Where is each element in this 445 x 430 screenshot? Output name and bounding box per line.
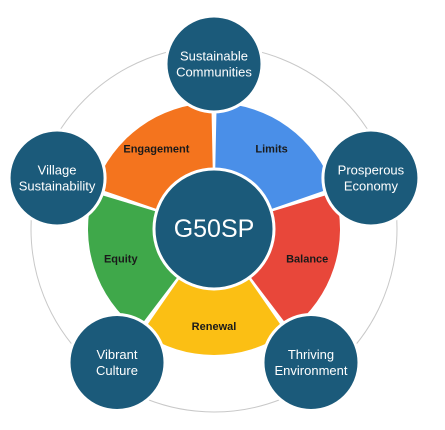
node-circle-sustainable-communities	[164, 14, 264, 114]
segment-balance	[250, 192, 340, 330]
arrow-equity	[71, 226, 103, 314]
arrow-engagement	[98, 94, 173, 148]
node-label-thriving-environment-0: Thriving	[288, 347, 334, 362]
node-label-vibrant-culture-1: Culture	[96, 363, 138, 378]
node-label-sustainable-communities-1: Communities	[176, 65, 252, 80]
node-circle-village-sustainability	[7, 128, 107, 228]
segments-layer	[88, 103, 340, 356]
segment-engagement	[95, 103, 213, 210]
center-hub: G50SP	[152, 167, 276, 291]
segment-equity	[88, 192, 178, 330]
nodes-layer: SustainableCommunitiesProsperousEconomyT…	[7, 14, 421, 412]
segment-renewal	[142, 278, 286, 356]
node-label-prosperous-economy-0: Prosperous	[338, 163, 405, 178]
segment-label-equity: Equity	[104, 253, 138, 265]
node-label-sustainable-communities-0: Sustainable	[180, 49, 248, 64]
segment-label-balance: Balance	[286, 253, 328, 265]
node-circle-vibrant-culture	[67, 312, 167, 412]
center-circle	[152, 167, 276, 291]
center-label: G50SP	[174, 215, 255, 243]
node-label-village-sustainability-1: Sustainability	[19, 179, 96, 194]
node-label-thriving-environment-1: Environment	[274, 363, 347, 378]
arrow-balance	[325, 226, 357, 314]
node-circle-prosperous-economy	[321, 128, 421, 228]
node-label-vibrant-culture-0: Vibrant	[97, 347, 138, 362]
node-label-village-sustainability-0: Village	[38, 163, 77, 178]
node-circle-thriving-environment	[261, 312, 361, 412]
segment-label-renewal: Renewal	[192, 321, 237, 333]
segment-label-engagement: Engagement	[123, 144, 189, 156]
segment-limits	[215, 103, 333, 210]
arrows-layer	[71, 94, 357, 367]
arrow-limits	[255, 94, 330, 148]
node-label-prosperous-economy-1: Economy	[344, 179, 399, 194]
segment-label-limits: Limits	[255, 144, 287, 156]
